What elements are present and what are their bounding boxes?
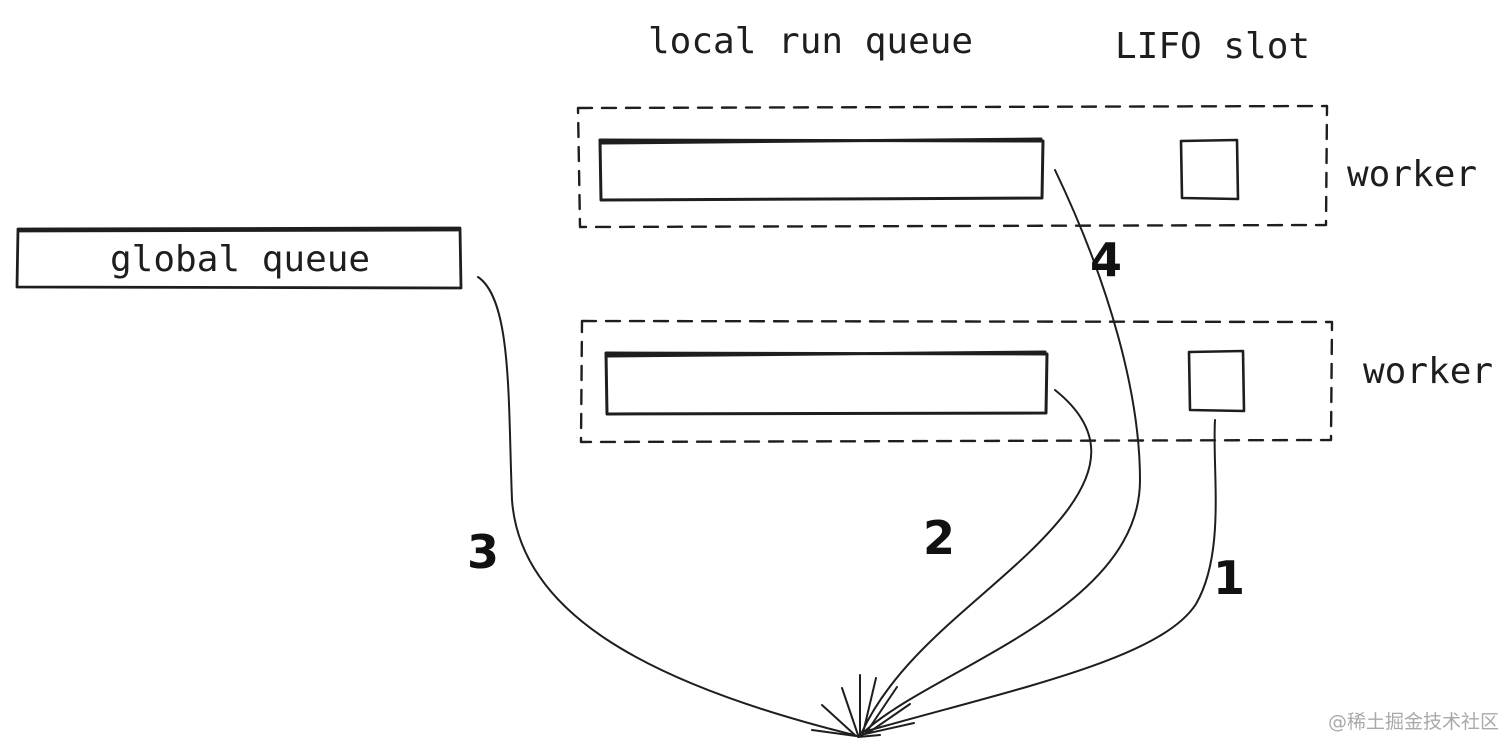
arrow-3-global-queue <box>477 276 855 736</box>
worker-bottom: worker <box>579 319 1493 444</box>
arrowhead-burst <box>811 674 915 738</box>
global-queue: global queue <box>15 226 463 290</box>
worker-top-local-queue <box>598 137 1045 202</box>
arrow-1-lifo-slot <box>859 419 1217 734</box>
worker-bottom-lifo-slot <box>1187 349 1246 413</box>
worker-top-lifo-slot <box>1179 138 1240 201</box>
worker-top-label: worker <box>1347 154 1477 195</box>
arrow-2-local-queue <box>861 389 1093 733</box>
arrows <box>477 169 1217 738</box>
step-number-1: 1 <box>1213 551 1245 605</box>
watermark: @稀土掘金技术社区 <box>1328 711 1499 733</box>
worker-bottom-dashed-box <box>579 319 1334 444</box>
step-number-2: 2 <box>923 511 955 565</box>
step-number-3: 3 <box>467 525 499 579</box>
worker-bottom-local-queue <box>604 350 1049 416</box>
global-queue-label: global queue <box>110 239 370 280</box>
global-queue-box <box>15 226 463 290</box>
arrow-4-steal-top-worker <box>864 169 1141 732</box>
worker-top: worker <box>576 104 1477 229</box>
worker-bottom-label: worker <box>1363 351 1493 392</box>
lifo-slot-header: LIFO slot <box>1115 26 1310 67</box>
step-number-4: 4 <box>1090 233 1122 287</box>
worker-top-dashed-box <box>576 104 1329 229</box>
local-run-queue-header: local run queue <box>648 21 973 62</box>
